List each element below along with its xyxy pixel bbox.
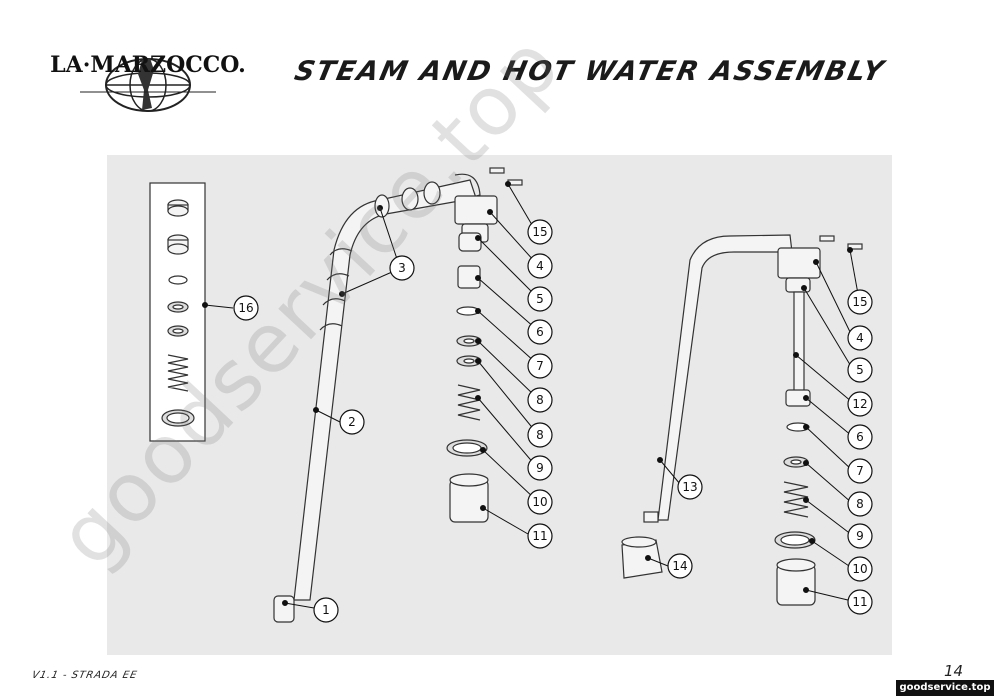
svg-text:7: 7	[856, 464, 864, 478]
callout-8-right: 8	[847, 491, 873, 517]
callout-1: 1	[313, 597, 339, 623]
callout-12: 12	[847, 391, 873, 417]
svg-text:4: 4	[856, 331, 864, 345]
hot-water-wand	[643, 234, 793, 523]
svg-text:6: 6	[536, 325, 544, 339]
right-valve-stack	[774, 235, 863, 606]
svg-text:8: 8	[536, 428, 544, 442]
svg-text:11: 11	[852, 595, 867, 609]
callout-7-left: 7	[527, 353, 553, 379]
svg-text:4: 4	[536, 259, 544, 273]
svg-text:5: 5	[536, 292, 544, 306]
svg-text:12: 12	[852, 397, 867, 411]
callout-4-left: 4	[527, 253, 553, 279]
svg-text:7: 7	[536, 359, 544, 373]
wand-tip	[273, 595, 295, 623]
svg-text:9: 9	[536, 461, 544, 475]
brand-text: LA·MARZOCCO.	[50, 52, 246, 78]
callout-11-right: 11	[847, 589, 873, 615]
callout-14: 14	[667, 553, 693, 579]
svg-text:3: 3	[398, 261, 406, 275]
svg-text:6: 6	[856, 430, 864, 444]
svg-text:13: 13	[682, 480, 697, 494]
svg-text:1: 1	[322, 603, 330, 617]
callout-9-left: 9	[527, 455, 553, 481]
callout-3: 3	[389, 255, 415, 281]
callout-10-right: 10	[847, 556, 873, 582]
callout-6-right: 6	[847, 424, 873, 450]
svg-text:2: 2	[348, 415, 356, 429]
callout-5-left: 5	[527, 286, 553, 312]
callout-15-right: 15	[847, 289, 873, 315]
svg-text:15: 15	[852, 295, 867, 309]
callout-8b-left: 8	[527, 422, 553, 448]
svg-text:15: 15	[532, 225, 547, 239]
la-marzocco-logo: LA·MARZOCCO.	[50, 52, 246, 112]
callout-9-right: 9	[847, 523, 873, 549]
callout-13: 13	[677, 474, 703, 500]
svg-text:5: 5	[856, 363, 864, 377]
callout-10-left: 10	[527, 489, 553, 515]
wand-nozzle	[621, 536, 663, 579]
callout-8a-left: 8	[527, 387, 553, 413]
svg-text:9: 9	[856, 529, 864, 543]
svg-text:14: 14	[672, 559, 687, 573]
page-number: 14	[944, 662, 964, 680]
svg-text:8: 8	[536, 393, 544, 407]
svg-text:10: 10	[852, 562, 867, 576]
svg-text:16: 16	[238, 301, 253, 315]
callout-11-left: 11	[527, 523, 553, 549]
callout-6-left: 6	[527, 319, 553, 345]
callout-7-right: 7	[847, 458, 873, 484]
callout-4-right: 4	[847, 325, 873, 351]
callout-5-right: 5	[847, 357, 873, 383]
svg-text:8: 8	[856, 497, 864, 511]
left-valve-stack	[446, 167, 523, 523]
callout-2: 2	[339, 409, 365, 435]
site-badge[interactable]: goodservice.top	[896, 680, 994, 696]
svg-text:10: 10	[532, 495, 547, 509]
callout-16: 16	[233, 295, 259, 321]
version-label: V1.1 - STRADA EE	[30, 670, 139, 681]
gasket-kit	[149, 182, 206, 442]
callout-15-left: 15	[527, 219, 553, 245]
svg-text:11: 11	[532, 529, 547, 543]
